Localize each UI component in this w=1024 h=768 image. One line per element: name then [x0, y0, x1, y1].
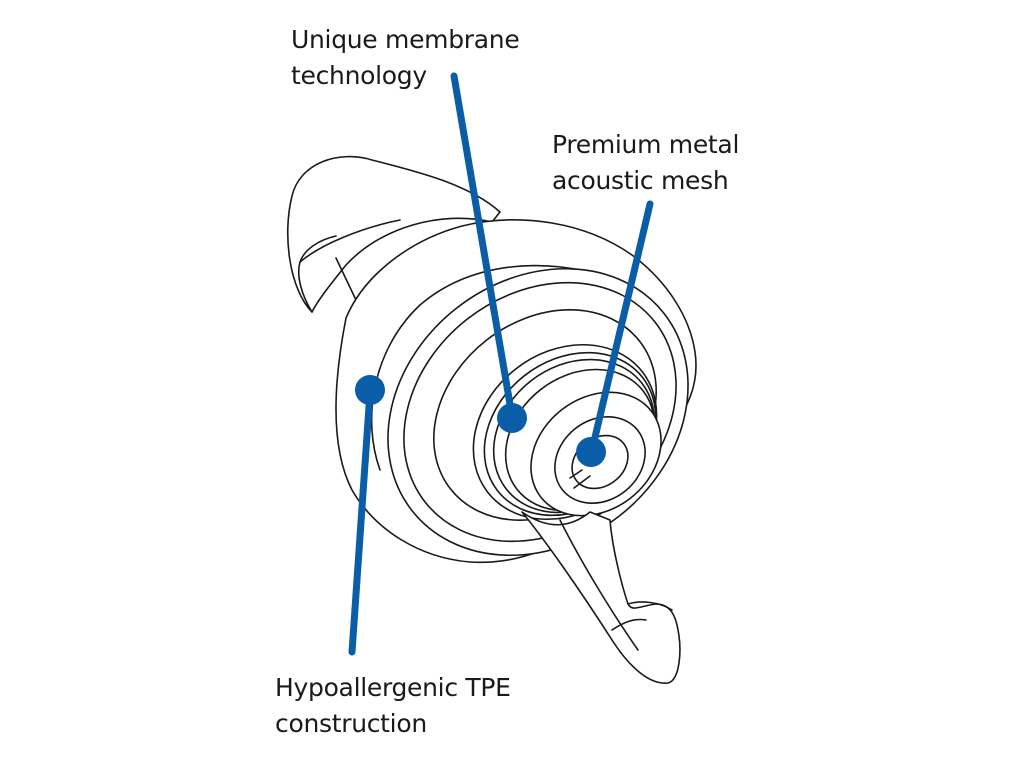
mesh-label-line-2: acoustic mesh	[552, 166, 729, 195]
tpe-marker-dot	[355, 375, 385, 405]
mesh-marker-dot	[576, 437, 606, 467]
membrane-label-line-1: Unique membrane	[291, 25, 520, 54]
callout-membrane	[450, 72, 527, 433]
tpe-label-line-2: construction	[275, 709, 427, 738]
membrane-leader-line	[450, 72, 516, 420]
mesh-label-line-1: Premium metal	[552, 130, 740, 159]
membrane-label-line-2: technology	[291, 61, 427, 90]
tpe-label: Hypoallergenic TPE construction	[275, 670, 511, 742]
mesh-label: Premium metal acoustic mesh	[552, 127, 739, 199]
earbud-stem	[521, 511, 681, 684]
tpe-leader-line	[348, 388, 374, 656]
membrane-label: Unique membrane technology	[291, 22, 520, 94]
tpe-label-line-1: Hypoallergenic TPE	[275, 673, 511, 702]
ear-tip-cap	[287, 155, 501, 313]
callout-mesh	[576, 200, 654, 467]
mesh-leader-line	[588, 200, 654, 454]
membrane-marker-dot	[497, 403, 527, 433]
callout-tpe	[348, 375, 385, 656]
